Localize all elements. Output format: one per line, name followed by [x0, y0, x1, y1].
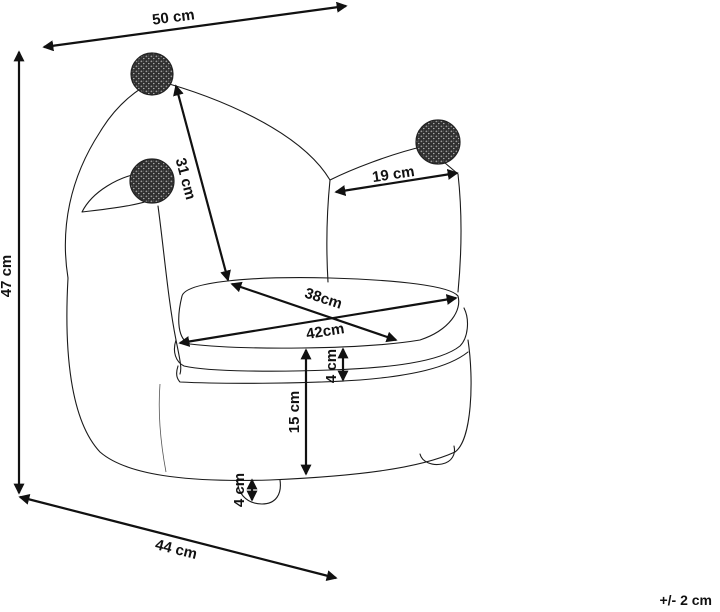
seat-height-label: 15 cm [286, 391, 303, 434]
right-pompom [415, 119, 461, 165]
left-pompom [129, 158, 175, 204]
leg-height-label: 4 cm [231, 473, 248, 507]
top-width-label: 50 cm [151, 6, 195, 28]
dimension-labels: 50 cm 47 cm 31 cm 19 cm 38cm 42cm 4 cm 1… [0, 6, 416, 563]
top-pompom [130, 52, 174, 96]
base-width-line [18, 493, 338, 582]
ear-length-label: 31 cm [172, 156, 199, 201]
seat-depth-label: 38cm [303, 285, 345, 313]
seat-width-line [178, 294, 458, 347]
chair-illustration [64, 52, 472, 505]
left-arm-inner [157, 205, 182, 375]
total-height-label: 47 cm [0, 255, 15, 298]
ear-width-label: 19 cm [371, 163, 416, 186]
right-ear-edge [326, 179, 331, 283]
seat-width-label: 42cm [305, 320, 346, 343]
tolerance-note: +/- 2 cm [659, 592, 712, 608]
seat-front-face [176, 351, 469, 384]
front-seam [158, 383, 167, 473]
seat-front-roll [173, 307, 469, 372]
dimension-lines [13, 1, 459, 582]
back-leg [419, 445, 456, 466]
body-outline [66, 277, 472, 481]
ear-width-line [334, 169, 459, 196]
backrest-outline [64, 79, 462, 293]
cushion-thickness-label: 4 cm [323, 349, 340, 383]
top-width-line [42, 1, 348, 52]
ear-length-line [173, 84, 231, 282]
